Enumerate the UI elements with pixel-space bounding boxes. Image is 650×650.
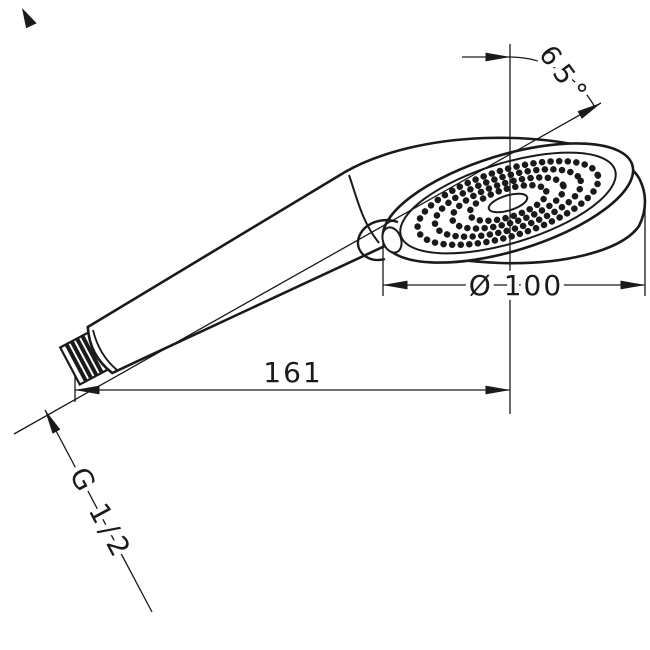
axis-reference-line [13,102,602,435]
angle-arc [509,56,596,107]
nozzle-ring-outer [414,157,602,249]
junction-hook-detail [356,219,399,262]
length-value: 161 [263,356,322,389]
corner-arrowhead-icon [22,8,37,29]
dimension-lines [13,44,646,613]
thread-value: G 1/2 [63,462,139,566]
nozzle-ring-mid [431,166,585,240]
diameter-value: Ø 100 [469,269,563,302]
thread-leader-line [44,409,153,613]
nozzle-ring-innermost [466,181,550,225]
hand-shower-drawing [58,136,647,386]
thread-ribs [64,334,104,383]
angle-value: 65° [532,40,596,112]
tail-seam [92,329,118,371]
spray-face [381,142,635,264]
nozzle-ring-inner [448,174,568,232]
neck-seam [348,174,380,244]
